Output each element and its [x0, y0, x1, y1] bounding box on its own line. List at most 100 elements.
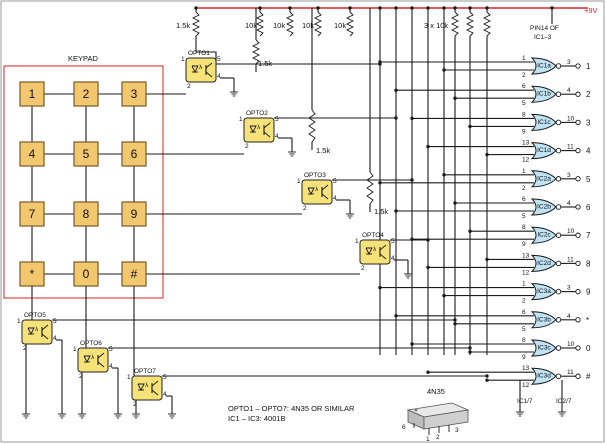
light-symbol: λ	[373, 246, 377, 253]
opto-resistor-label-2: 1.5k	[316, 146, 330, 155]
key-label: 3	[131, 87, 138, 101]
resistor	[465, 11, 475, 37]
gate-pin-out: 4	[567, 200, 571, 207]
opto-pin1: 1	[17, 318, 21, 325]
resistors	[191, 11, 492, 205]
output-label: 4	[586, 147, 591, 156]
opto-resistor-label-1: 1.5k	[258, 59, 272, 68]
gate-pin-a: 6	[522, 196, 526, 203]
gate-pin-b: 5	[522, 326, 526, 333]
resistor-zigzag	[308, 109, 316, 143]
resistor-zigzag	[465, 11, 475, 37]
key-face	[19, 261, 45, 287]
gate-pin-b: 5	[522, 100, 526, 107]
output-terminal	[575, 91, 581, 97]
junction-dot	[394, 209, 398, 213]
key-label: 6	[131, 147, 138, 161]
transistor-emitter	[379, 253, 387, 260]
ground-symbol	[78, 413, 86, 419]
key-0: 0	[73, 261, 99, 287]
key-3: 3	[121, 81, 147, 107]
resistor	[482, 11, 492, 37]
opto-label: OPTO2	[246, 110, 268, 117]
gate-label: IC3c	[537, 345, 551, 352]
junction-dot	[426, 144, 430, 149]
output-label: 1	[586, 62, 591, 71]
key-7: 7	[19, 201, 45, 227]
gate-pin-out: 10	[567, 228, 575, 235]
gate-body	[530, 198, 557, 216]
gate-label: IC2b	[537, 204, 551, 211]
gate-bubble	[555, 147, 562, 154]
junction-dot	[485, 374, 489, 378]
gate-bubble	[555, 91, 562, 97]
gate-pin-out: 4	[567, 313, 571, 320]
gate-bubble	[555, 288, 562, 295]
transistor-emitter	[97, 361, 105, 368]
gate-label: IC1b	[537, 91, 551, 98]
gate-body	[530, 339, 557, 357]
chip-pin3: 3	[455, 427, 459, 434]
gate-body	[530, 113, 557, 131]
chip-pin1: 1	[426, 436, 430, 443]
led-symbol	[137, 383, 145, 392]
gate-pin-b: 12	[522, 157, 530, 164]
junction-dot	[258, 6, 262, 10]
key-face	[121, 141, 147, 167]
gate-body	[530, 142, 557, 160]
led-symbol	[365, 247, 373, 256]
junction-dot	[485, 6, 489, 10]
key-label: 7	[29, 207, 36, 221]
opto-pin4: 4	[391, 255, 395, 262]
opto-body	[359, 239, 391, 265]
opto-pin2: 2	[245, 143, 249, 150]
light-symbol: λ	[35, 326, 39, 333]
schematic-wires	[25, 6, 563, 414]
junction-dot	[453, 96, 457, 100]
gate-pin-out: 4	[567, 87, 571, 94]
gate-pin-b: 2	[522, 72, 526, 79]
gate-bubble	[555, 204, 562, 210]
junction-dot	[426, 370, 430, 374]
resistor-zigzag	[255, 11, 265, 37]
gate-label: IC2c	[537, 232, 551, 239]
resistor	[313, 11, 323, 37]
light-symbol: λ	[145, 382, 149, 389]
transistor-emitter	[263, 131, 271, 138]
resistor-zigzag	[345, 11, 355, 37]
key-label: 2	[83, 87, 90, 101]
key-star: *	[19, 261, 45, 287]
output-label: 6	[586, 203, 591, 212]
output-terminal	[575, 119, 581, 126]
transistor-collector	[321, 184, 329, 191]
junction-dot	[468, 350, 472, 354]
key-face	[121, 201, 147, 227]
pin14-label: PIN14 OF	[530, 25, 559, 32]
light-symbol: λ	[91, 354, 95, 361]
key-face	[19, 81, 45, 107]
junction-dot	[410, 178, 414, 182]
junction-dot	[442, 68, 446, 72]
junction-dot	[453, 318, 457, 322]
opto-body	[77, 347, 109, 373]
output-label: 5	[586, 175, 591, 184]
key-2: 2	[73, 81, 99, 107]
junction-dot	[468, 6, 472, 10]
junction-dot	[442, 173, 446, 177]
output-terminal	[575, 345, 581, 351]
opto-pin1: 1	[239, 116, 243, 123]
gate-pin-a: 13	[522, 252, 530, 259]
opto-pin2: 2	[133, 401, 137, 408]
gate-label: IC2d	[537, 260, 551, 267]
opto-pin1: 1	[127, 374, 131, 381]
resistor	[191, 11, 201, 37]
resistor-zigzag	[482, 11, 492, 37]
gate-body	[530, 226, 557, 244]
junction-dot	[485, 152, 489, 157]
opto-pin2: 2	[187, 83, 191, 90]
gate-pin-a: 13	[522, 365, 530, 372]
gate-pin-b: 5	[522, 213, 526, 220]
